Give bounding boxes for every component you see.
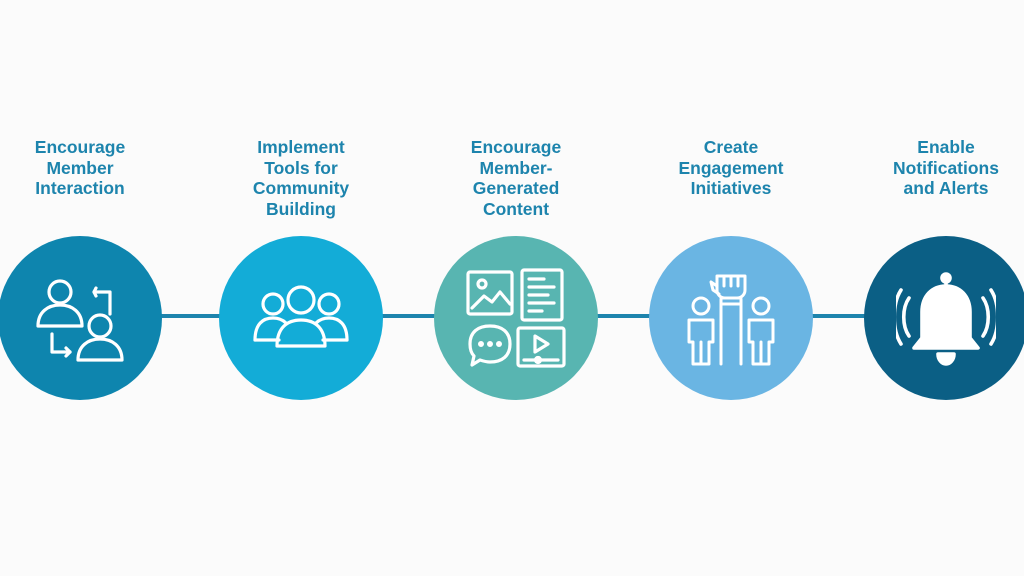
step-label: Implement Tools for Community Building — [252, 137, 350, 219]
ringing-bell-icon — [896, 268, 996, 368]
step-community-tools: Implement Tools for Community Building — [219, 0, 383, 576]
step-member-interaction: Encourage Member Interaction — [0, 0, 162, 576]
step-circle — [219, 236, 383, 400]
step-label: Encourage Member- Generated Content — [470, 137, 562, 219]
step-circle — [864, 236, 1024, 400]
step-label: Encourage Member Interaction — [34, 137, 126, 198]
step-label: Create Engagement Initiatives — [678, 137, 784, 198]
community-group-icon — [251, 268, 351, 368]
step-engagement-initiatives: Create Engagement Initiatives — [649, 0, 813, 576]
member-exchange-icon — [30, 268, 130, 368]
step-member-content: Encourage Member- Generated Content — [434, 0, 598, 576]
step-circle — [0, 236, 162, 400]
step-circle — [649, 236, 813, 400]
step-label: Enable Notifications and Alerts — [893, 137, 999, 198]
media-content-icon — [466, 268, 566, 368]
raised-fist-people-icon — [681, 268, 781, 368]
step-circle — [434, 236, 598, 400]
step-notifications: Enable Notifications and Alerts — [864, 0, 1024, 576]
